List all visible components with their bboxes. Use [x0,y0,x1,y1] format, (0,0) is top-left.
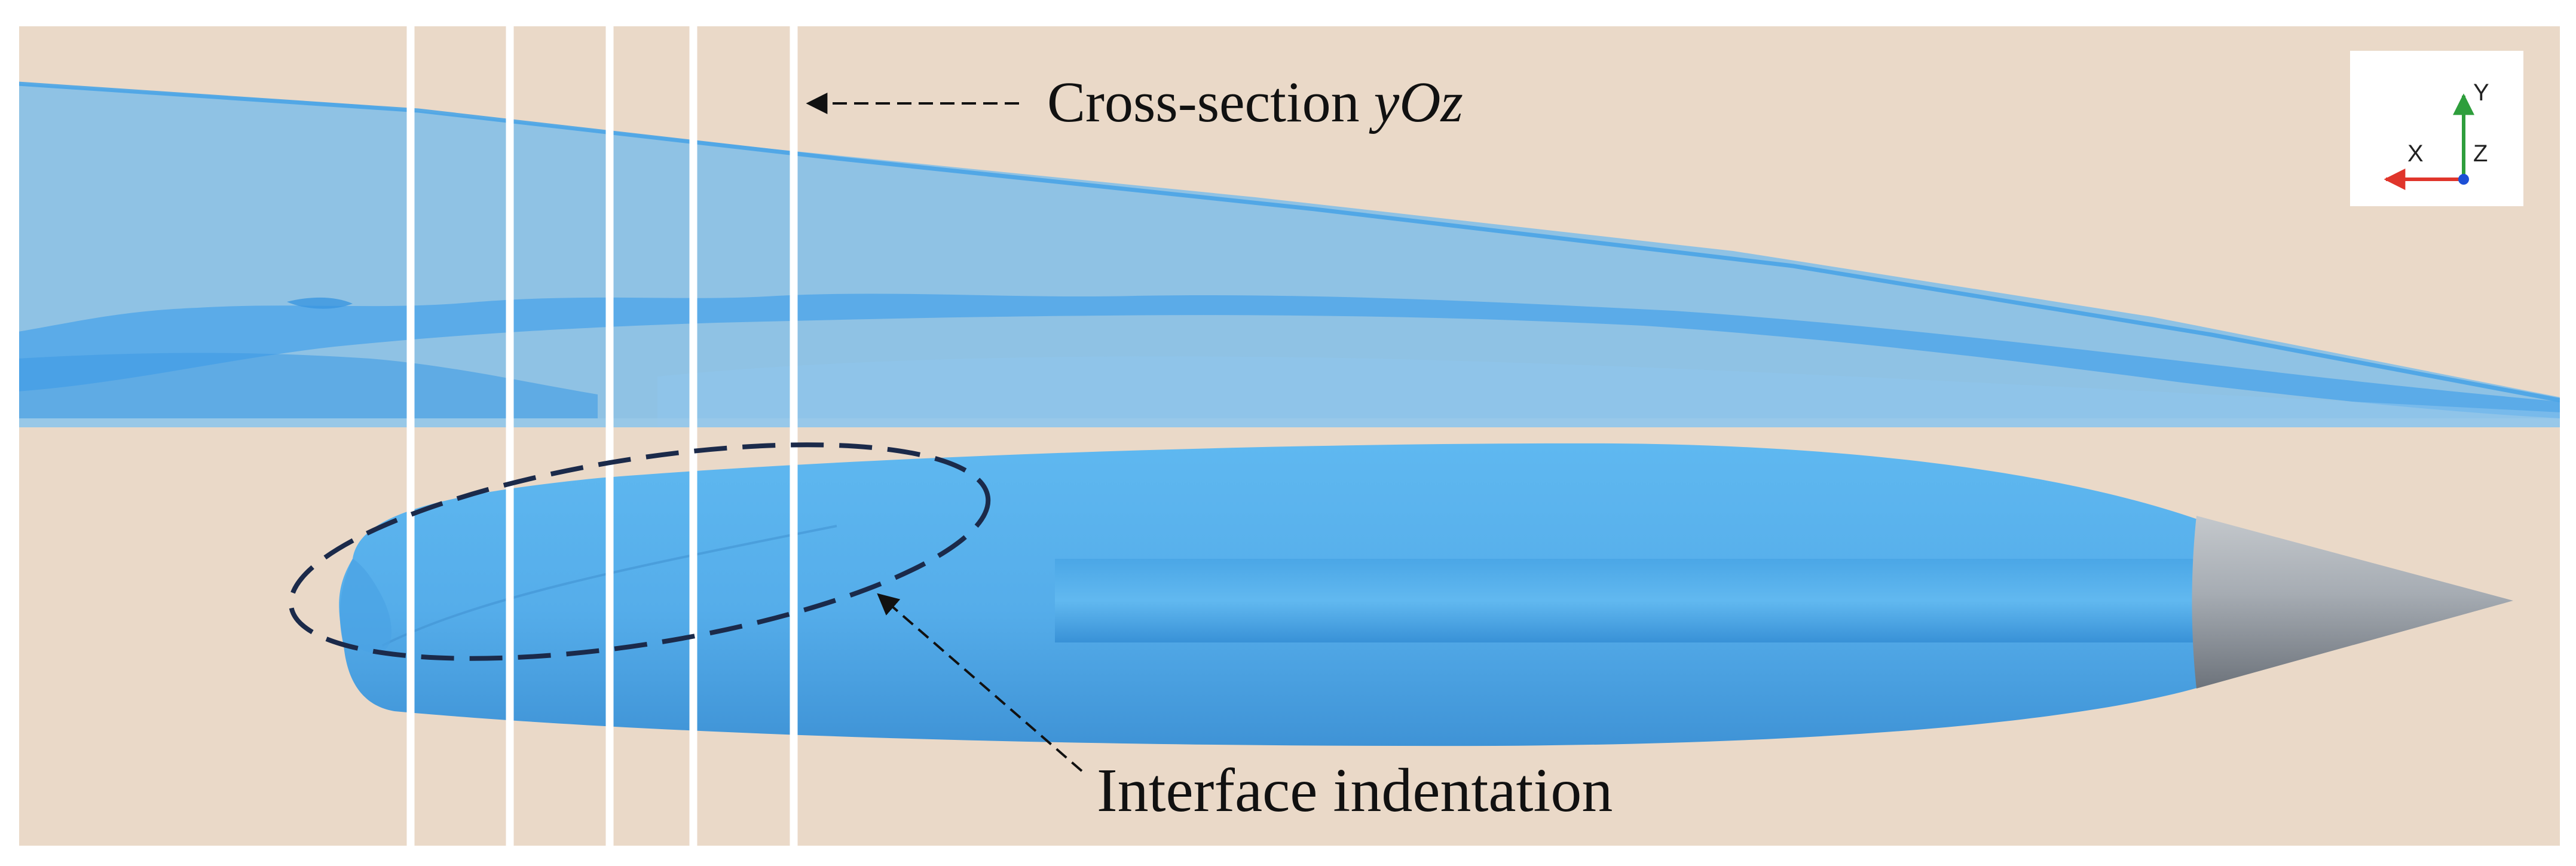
y-axis-label: Y [2473,79,2489,106]
free-surface [17,81,2562,427]
cross-section-label-italic: yOz [1369,70,1463,134]
z-axis-dot [2458,174,2469,185]
cross-section-label: Cross-section yOz [1047,70,1463,134]
axis-triad-box [2350,51,2523,206]
interface-label: Interface indentation [1097,756,1613,825]
x-axis-label: X [2407,140,2424,167]
indentation-ellipse [288,442,991,661]
axis-triad: X Y Z [2350,51,2523,206]
figure-frame [17,24,2562,848]
interface-arrow [877,593,1083,772]
z-axis-label: Z [2473,140,2488,167]
body-cylinder [1055,559,2202,642]
nose-cone [2192,516,2513,688]
cross-section-label-prefix: Cross-section [1047,70,1374,134]
section-planes [406,25,798,847]
